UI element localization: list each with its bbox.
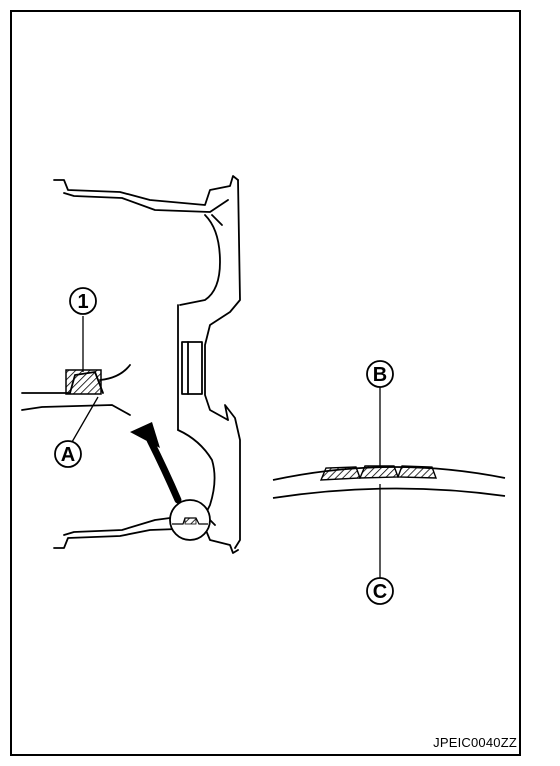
callout-b: B xyxy=(366,360,394,466)
callout-part-1: 1 xyxy=(69,287,97,372)
callout-part-1-label: 1 xyxy=(77,291,88,313)
enlarged-weight-detail xyxy=(21,364,131,416)
detail-arrow xyxy=(130,422,182,504)
callout-c-label: C xyxy=(373,581,387,603)
rim-with-weights xyxy=(272,465,506,499)
figure-id: JPEIC0040ZZ xyxy=(433,735,517,750)
diagram-frame xyxy=(10,10,521,756)
callout-b-label: B xyxy=(373,364,387,386)
weight-right xyxy=(397,465,438,479)
weight-center xyxy=(358,465,399,479)
callout-c: C xyxy=(366,484,394,605)
callout-a-label: A xyxy=(61,444,75,466)
weight-left xyxy=(319,466,361,481)
magnifier-circle xyxy=(169,499,211,541)
callout-a: A xyxy=(54,396,99,468)
wheel-rim-section xyxy=(53,175,241,554)
